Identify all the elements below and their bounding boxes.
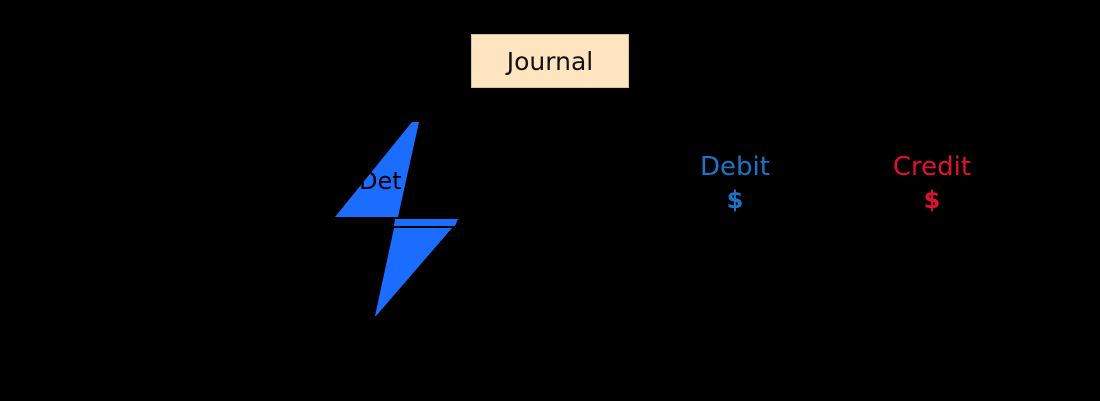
debit-column-header: Debit $ bbox=[680, 150, 790, 216]
debit-label: Debit bbox=[700, 152, 770, 182]
credit-column-header: Credit $ bbox=[872, 150, 992, 216]
debit-unit: $ bbox=[726, 186, 744, 214]
journal-title-text: Journal bbox=[506, 46, 594, 76]
credit-label: Credit bbox=[892, 152, 972, 182]
credit-unit: $ bbox=[923, 186, 941, 214]
details-column-header: Det bbox=[359, 167, 402, 195]
journal-title: Journal bbox=[471, 34, 629, 88]
